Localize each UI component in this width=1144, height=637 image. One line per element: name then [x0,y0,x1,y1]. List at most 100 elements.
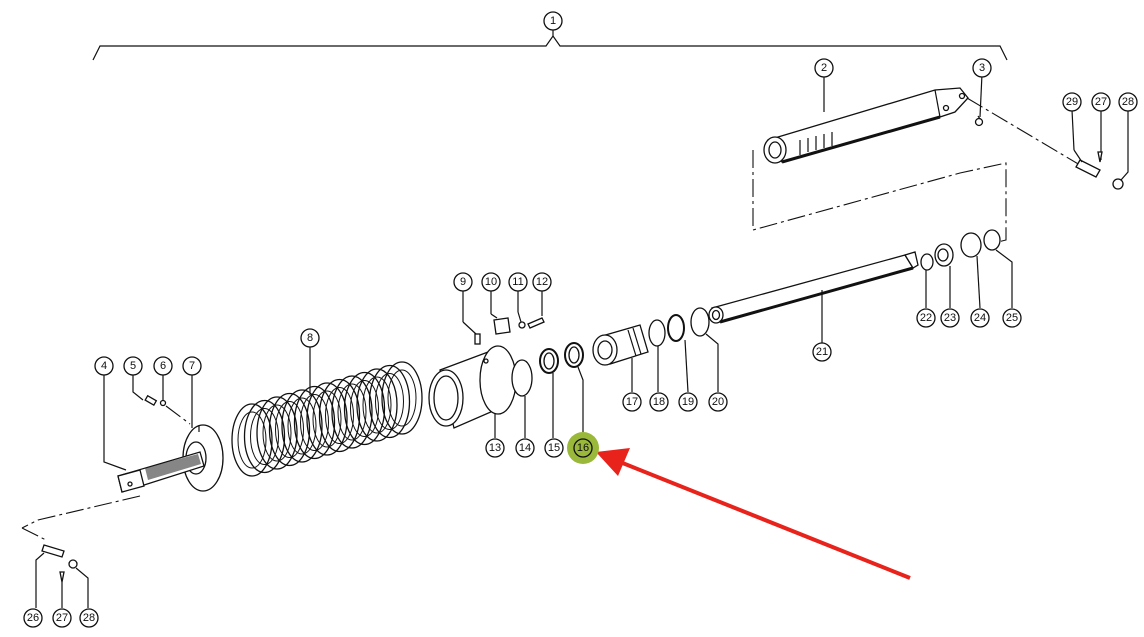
seal-15 [539,348,559,374]
callout-3[interactable]: 3 [972,58,992,78]
spring-coil [281,389,323,463]
guide-ring-24 [960,232,982,258]
svg-text:8: 8 [307,332,313,344]
callout-6[interactable]: 6 [153,356,173,376]
callout-26[interactable]: 26 [23,608,43,628]
callout-29[interactable]: 29 [1062,92,1082,112]
callout-2[interactable]: 2 [814,58,834,78]
callout-18[interactable]: 18 [649,392,669,412]
ball-6 [159,399,167,407]
spring-5 [144,394,158,406]
svg-text:20: 20 [712,396,724,408]
callout-4[interactable]: 4 [94,356,114,376]
clip-10 [493,317,511,335]
cotter-pin-27 [59,571,65,583]
spring-coil-inner [362,376,392,434]
svg-text:27: 27 [56,612,68,624]
spring-coil-inner [250,408,279,465]
washer-28 [68,559,78,569]
svg-text:13: 13 [489,442,501,454]
callout-14[interactable]: 14 [515,438,535,458]
piston-rod [708,251,919,324]
callout-12[interactable]: 12 [532,272,552,292]
svg-text:29: 29 [1066,96,1078,108]
callout-21[interactable]: 21 [812,342,832,362]
svg-text:28: 28 [1122,96,1134,108]
svg-text:24: 24 [974,312,986,324]
spring-coil-inner [375,373,404,430]
callout-5[interactable]: 5 [123,356,143,376]
callout-28-upper[interactable]: 28 [1118,92,1138,112]
callout-1[interactable]: 1 [543,11,563,31]
back-up-ring-19 [667,314,685,342]
circlip-25 [983,229,1001,251]
callout-27-lower[interactable]: 27 [52,608,72,628]
spring-coil-inner [312,390,342,448]
callout-15[interactable]: 15 [544,438,564,458]
bolt-12 [527,317,545,329]
callout-11[interactable]: 11 [508,272,528,292]
callout-23[interactable]: 23 [940,308,960,328]
spring-coil [268,392,311,467]
spring-coil [306,382,348,456]
o-ring-14 [511,359,533,397]
spring-coil-inner [325,387,354,444]
leader-3 [979,73,983,118]
assembly-bracket [92,30,1008,61]
flange-sleeve-13 [428,345,517,429]
svg-text:18: 18 [653,396,665,408]
spring-coil-inner [387,369,417,427]
svg-text:2: 2 [821,62,827,74]
svg-text:4: 4 [101,360,107,372]
o-ring-20 [690,307,710,337]
svg-text:1: 1 [550,15,556,27]
svg-text:21: 21 [816,346,828,358]
callout-7[interactable]: 7 [182,356,202,376]
spring-coil-inner [287,397,317,455]
cylinder-tube [763,87,969,164]
svg-text:15: 15 [548,442,560,454]
svg-text:23: 23 [944,312,956,324]
callout-28-lower[interactable]: 28 [79,608,99,628]
threaded-rod-4 [117,451,205,493]
callout-8[interactable]: 8 [300,328,320,348]
spring-coil [356,368,398,442]
callout-9[interactable]: 9 [453,272,473,292]
svg-text:6: 6 [160,360,166,372]
callout-16[interactable]: 16 [573,438,593,458]
highlight-part-16 [567,432,599,464]
svg-text:3: 3 [979,62,985,74]
spring-coil-inner [300,394,329,451]
spring-coil [318,378,361,453]
spring-coil-inner [237,411,267,469]
callout-25[interactable]: 25 [1002,308,1022,328]
spring-coil [343,371,386,446]
washer-11 [518,321,526,329]
callout-19[interactable]: 19 [678,392,698,412]
callout-22[interactable]: 22 [916,308,936,328]
svg-text:25: 25 [1006,312,1018,324]
svg-text:22: 22 [920,312,932,324]
callout-10[interactable]: 10 [481,272,501,292]
svg-text:10: 10 [485,276,497,288]
spring-coil-inner [337,383,367,441]
pin-29 [1075,159,1101,178]
svg-text:5: 5 [130,360,136,372]
spring-coil [331,375,373,449]
svg-text:7: 7 [189,360,195,372]
callout-13[interactable]: 13 [485,438,505,458]
callout-20[interactable]: 20 [708,392,728,412]
callout-17[interactable]: 17 [622,392,642,412]
spring-coil [256,396,298,470]
compression-spring-8 [231,361,423,477]
spring-coil [231,403,273,477]
spring-coil [381,361,423,435]
spring-coil [243,399,286,474]
svg-text:11: 11 [512,276,523,288]
svg-text:26: 26 [27,612,39,624]
spring-coil [293,385,336,460]
set-screw-9 [474,333,481,345]
callout-27-upper[interactable]: 27 [1091,92,1111,112]
callout-24[interactable]: 24 [970,308,990,328]
